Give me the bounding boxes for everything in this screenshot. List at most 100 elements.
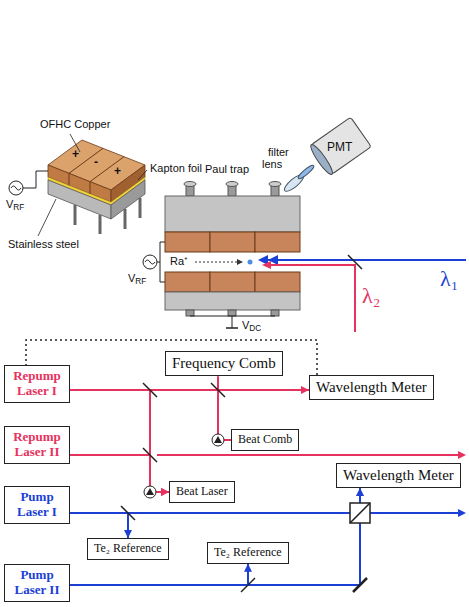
leader-line (38, 199, 56, 236)
beam-cube (350, 503, 370, 523)
beam (370, 512, 459, 514)
box-text: Pump Laser II (9, 568, 65, 598)
beam-splitter (121, 506, 135, 520)
screw (228, 310, 236, 316)
electrode (165, 232, 210, 252)
screw-head (184, 182, 196, 187)
reference-box: Te₂ Reference (87, 538, 169, 560)
label-subscript: RF (135, 277, 146, 286)
polarity-sign: + (114, 165, 121, 179)
steel-front (48, 180, 111, 219)
wire (160, 242, 165, 282)
polarity-sign: + (72, 148, 79, 162)
electrode (165, 272, 210, 292)
screw-head (226, 182, 238, 187)
signal-name: VDC (242, 319, 261, 332)
instrument-box: Frequency Comb (165, 351, 283, 376)
ion-label: Ra⁺ (170, 255, 188, 268)
filter (297, 164, 316, 181)
wavelength-label: λ₂ (362, 283, 380, 308)
electrode (255, 232, 300, 252)
photodiode (146, 488, 154, 495)
box-text: Wavelength Meter (343, 467, 454, 484)
signal-name: VRF (128, 272, 146, 285)
wire (23, 171, 48, 188)
part-label: lens (262, 158, 282, 171)
part-label: Paul trap (205, 163, 249, 176)
ion (248, 260, 253, 265)
label-part: V (6, 198, 13, 210)
box-text: Te₂ Reference (94, 542, 162, 556)
box-text: Beat Comb (238, 433, 292, 447)
instrument-box: Wavelength Meter (309, 375, 434, 400)
arrow-head (237, 259, 243, 265)
box-text: Pump Laser I (9, 490, 65, 520)
mirror (353, 578, 367, 592)
steel-block (165, 196, 300, 232)
pmt (308, 117, 371, 176)
instrument-box: Wavelength Meter (336, 463, 461, 488)
ion-path (195, 262, 238, 263)
detector-box: Beat Comb (231, 429, 299, 451)
wire (232, 316, 233, 328)
box-text: Beat Laser (176, 485, 228, 499)
beam (157, 454, 459, 456)
pin (74, 205, 77, 225)
mirror (348, 255, 362, 269)
beam-splitter (211, 383, 225, 397)
label-part: V (242, 319, 249, 331)
steel-side (111, 180, 145, 219)
box-text: Wavelength Meter (316, 379, 427, 396)
label-subscript: RF (13, 203, 24, 212)
beam-splitter (143, 448, 157, 462)
steel-block (165, 292, 300, 310)
laser-box: Pump Laser II (4, 564, 70, 602)
arrow-head (262, 261, 271, 269)
part-label: Stainless steel (8, 238, 79, 251)
beam-connector (70, 390, 169, 492)
trap-sketch (9, 134, 147, 236)
ac-source (143, 255, 157, 269)
photodiode (144, 486, 156, 498)
wavelength-label: λ₁ (440, 266, 458, 291)
photodiode (212, 434, 224, 446)
beam-splitter (143, 383, 157, 397)
pin (99, 215, 102, 234)
screw (186, 310, 194, 316)
box-text: Frequency Comb (172, 355, 276, 372)
beam-cube (350, 503, 370, 523)
pin (139, 198, 142, 218)
beam-splitter (241, 578, 255, 592)
reference-box: Te₂ Reference (207, 542, 289, 564)
leader-line (138, 170, 147, 180)
electrode-divider (90, 157, 124, 182)
ac-symbol (145, 260, 155, 264)
detector-box: Beat Laser (169, 481, 235, 503)
electrode-divider (69, 148, 103, 173)
beam (266, 259, 466, 261)
part-label: Kapton foil (150, 162, 202, 175)
laser-box: Repump Laser I (4, 365, 70, 403)
electrode (210, 232, 255, 252)
beam (270, 265, 355, 332)
part-label: filter (268, 146, 289, 159)
laser-box: Pump Laser I (4, 486, 70, 524)
detection-optics (282, 117, 371, 194)
label-subscript: DC (249, 324, 261, 333)
detector-label: PMT (327, 141, 352, 155)
electrode-divider (90, 182, 91, 194)
beam-connector (70, 564, 248, 585)
laser-box: Repump Laser II (4, 426, 70, 464)
beam-connector (70, 455, 169, 492)
box-text: Te₂ Reference (214, 546, 282, 560)
terminal-bar (226, 327, 238, 329)
screw-head (269, 182, 281, 187)
ac-symbol (11, 186, 21, 190)
pin (124, 209, 127, 229)
pmt-body (311, 117, 371, 174)
optics-table (121, 383, 466, 592)
box-text: Repump Laser II (9, 430, 65, 460)
arrow-head (458, 509, 466, 517)
screw (271, 310, 279, 316)
